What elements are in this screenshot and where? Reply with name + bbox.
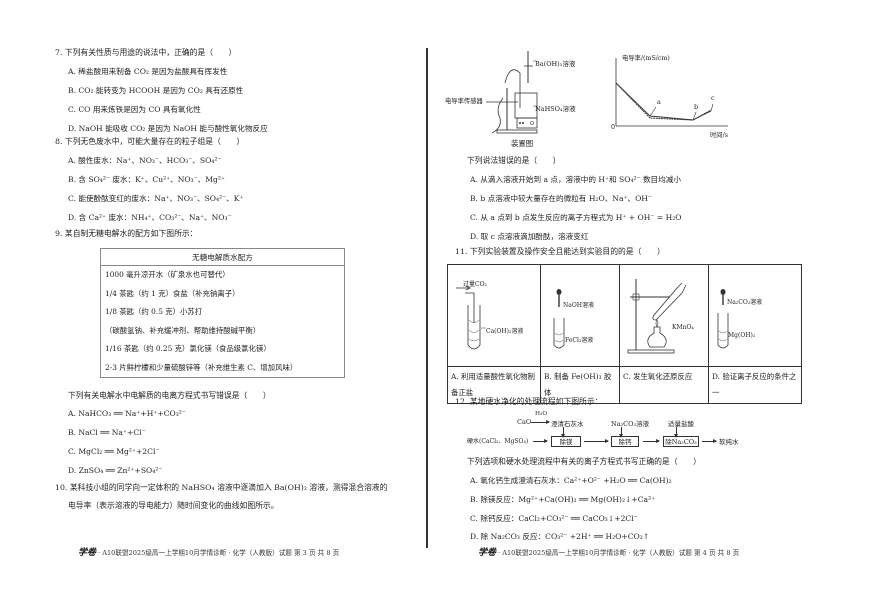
flow-na2co3: Na₂CO₃溶液 [611, 420, 650, 428]
sensor-label: 电导率传感器 [445, 98, 483, 105]
recipe-row: 1/8 茶匙（约 0.5 克）小苏打 [105, 307, 203, 316]
exp-b-label-naoh: NaOH溶液 [563, 302, 594, 309]
graph-xlabel: 时间/s [710, 132, 728, 139]
right-footer: 学卷· A10联盟2025级高一上学期10月学情诊断 · 化学（人教版）试题 第… [478, 545, 739, 558]
exp-c-figure: KMnO₄ [619, 264, 709, 367]
publisher-logo: 学卷 [78, 548, 97, 558]
graph-point-b: b [694, 103, 699, 111]
q8-option-c: C. 能使酚酞变红的废水：Na⁺、NO₃⁻、SO₄²⁻、K⁺ [68, 194, 244, 203]
apparatus-caption: 装置图 [511, 139, 534, 148]
q12-option-d: D. 除 Na₂CO₃ 反应：CO₃²⁻ +2H⁺ ══ H₂O+CO₂↑ [470, 532, 650, 541]
q12-sub-stem: 下列选项和硬水处理流程中有关的离子方程式书写正确的是（ ） [467, 457, 701, 466]
q12-option-c: C. 除钙反应：CaCl₂+CO₃²⁻ ══ CaCO₃↓+2Cl⁻ [470, 514, 638, 523]
recipe-table: 无糖电解质水配方 1000 毫升凉开水（矿泉水也可替代） 1/4 茶匙（约 1 … [100, 248, 345, 378]
publisher-logo: 学卷 [478, 548, 497, 558]
flow-arrow-icon [533, 439, 548, 443]
flow-arrow-icon [643, 439, 660, 443]
q10-option-c: C. 从 a 点到 b 点发生反应的离子方程式为 H⁺ + OH⁻ = H₂O [470, 213, 682, 222]
exp-a-caption: A. 利用适量酸性氧化物制备正盐 [447, 366, 541, 404]
q9-option-b: B. NaCl ══ Na⁺+Cl⁻ [68, 428, 146, 437]
q10-option-d: D. 取 c 点溶液滴加酚酞，溶液变红 [470, 232, 589, 241]
graph-point-c: c [711, 94, 715, 102]
recipe-title: 无糖电解质水配方 [101, 249, 344, 266]
flow-step-remove-mg: 除镁 [551, 436, 581, 447]
exp-d-label-mgoh2: Mg(OH)₂ [728, 332, 756, 339]
flow-step-remove-ca: 除钙 [611, 436, 639, 447]
exp-a-label-co2: 过量CO₂ [463, 281, 487, 288]
q7-stem: 7. 下列有关性质与用途的说法中，正确的是（ ） [55, 48, 237, 57]
q9-sub-stem: 下列有关电解水中电解质的电离方程式书写错误是（ ） [68, 391, 271, 400]
recipe-row: 2-3 片鲜柠檬和少量硫酸锌等（补充维生素 C、增加风味） [105, 362, 298, 372]
q9-option-a: A. NaHCO₃ ══ Na⁺+H⁺+CO₃²⁻ [68, 409, 186, 418]
graph-origin: 0 [611, 124, 616, 131]
q8-option-a: A. 酸性废水：Na⁺、NO₃⁻、HCO₃⁻、SO₄²⁻ [68, 156, 222, 165]
q9-option-c: C. MgCl₂ ══ Mg²⁺+2Cl⁻ [68, 447, 160, 456]
q8-option-d: D. 含 Ca²⁺ 废水：NH₄⁺、CO₃²⁻、Na⁺、NO₃⁻ [68, 213, 232, 222]
test-tube-co2-icon [456, 285, 486, 350]
flow-limewater: 澄清石灰水 [551, 420, 584, 428]
graph-ylabel: 电导率/(mS/cm) [622, 55, 670, 62]
q12-stem: 12. 某地硬水净化的处理流程如下图所示： [455, 397, 603, 406]
heating-kmno4-icon [627, 279, 687, 354]
flow-arrow-icon [584, 439, 609, 443]
burette-label: Ba(OH)₂溶液 [535, 60, 576, 68]
exp-a-label-solution: Ca(OH)₂溶液 [486, 328, 524, 335]
exp-d-label-na2co3: Na₂CO₃溶液 [727, 299, 763, 306]
flow-cao: CaO [517, 418, 532, 426]
q10-sub-stem: 下列说法错误的是（ ） [467, 156, 561, 165]
q9-stem: 9. 某自制无糖电解水的配方如下图所示： [55, 229, 198, 238]
q10-stem-line2: 电导率（表示溶液的导电能力）随时间变化的曲线如图所示。 [68, 501, 279, 510]
left-footer: 学卷· A10联盟2025级高一上学期10月学情诊断 · 化学（人教版）试题 第… [78, 545, 339, 558]
flow-output: 软纯水 [719, 438, 739, 446]
q7-option-a: A. 稀盐酸用来制备 CO₂ 是因为盐酸具有挥发性 [68, 67, 228, 76]
footer-text: · A10联盟2025级高一上学期10月学情诊断 · 化学（人教版）试题 第 3… [98, 549, 340, 557]
dropper-fecl3-icon [553, 289, 565, 349]
q9-option-d: D. ZnSO₄ ══ Zn²⁺+SO₄²⁻ [68, 466, 163, 475]
q8-option-b: B. 含 SO₄²⁻ 废水：K⁺、Cu²⁺、NO₃⁻、Mg²⁺ [68, 175, 225, 184]
q7-option-b: B. CO₂ 能转变为 HCOOH 是因为 CO₂ 具有还原性 [68, 86, 244, 95]
exp-b-label-fecl3: FeCl₃溶液 [565, 337, 594, 344]
recipe-row: 1000 毫升凉开水（矿泉水也可替代） [105, 270, 230, 279]
footer-text: · A10联盟2025级高一上学期10月学情诊断 · 化学（人教版）试题 第 4… [498, 549, 740, 557]
recipe-row: 1/4 茶匙（约 1 克）食盐（补充钠离子） [105, 288, 240, 298]
dropper-mgoh2-icon [717, 289, 729, 349]
q8-stem: 8. 下列无色废水中，可能大量存在的粒子组是（ ） [55, 137, 245, 146]
apparatus-diagram [486, 51, 538, 134]
exp-b-figure: NaOH溶液 FeCl₃溶液 [540, 264, 620, 367]
flow-hcl: 适量盐酸 [668, 420, 694, 428]
q10-stem-line1: 10. 某科技小组的同学向一定体积的 NaHSO₄ 溶液中逐滴加入 Ba(OH)… [55, 483, 388, 492]
exp-d-caption: D. 验证离子反应的条件之一 [708, 366, 802, 404]
flow-h2o: H₂O [535, 411, 548, 417]
recipe-row: （碳酸氢钠、补充缓冲剂、帮助维持酸碱平衡） [105, 325, 261, 335]
q12-option-a: A. 氧化钙生成澄清石灰水：Ca²⁺+O²⁻ +H₂O ══ Ca(OH)₂ [470, 476, 672, 485]
flow-step-remove-na2co3: 除Na₂CO₃ [663, 436, 699, 447]
recipe-row: 1/16 茶匙（约 0.25 克）氯化镁（食品级氯化镁） [105, 344, 271, 353]
q10-option-a: A. 从滴入溶液开始到 a 点，溶液中的 H⁺和 SO₄²⁻ 数目均减小 [470, 175, 681, 184]
page-divider [426, 48, 428, 548]
graph-point-a: a [657, 98, 661, 106]
exp-c-label-kmno4: KMnO₄ [672, 324, 694, 331]
flow-arrow-icon [702, 439, 717, 443]
exp-c-caption: C. 发生氧化还原反应 [619, 366, 709, 404]
flow-arrow-icon [531, 420, 550, 424]
q11-stem: 11. 下列实验装置及操作安全且能达到实验目的的是（ ） [455, 247, 665, 256]
conductivity-graph [615, 58, 728, 127]
q11-experiment-table: 过量CO₂ Ca(OH)₂溶液 NaOH溶液 FeCl₃溶液 [447, 264, 802, 404]
q7-option-d: D. NaOH 能吸收 CO₂ 是因为 NaOH 能与酸性氧化物反应 [68, 124, 268, 133]
exp-d-figure: Na₂CO₃溶液 Mg(OH)₂ [708, 264, 802, 367]
q12-option-b: B. 除镁反应：Mg²⁺+Ca(OH)₂ ══ Mg(OH)₂↓+Ca²⁺ [470, 495, 656, 504]
flow-input: 硬水(CaCl₂、MgSO₄) [467, 438, 529, 445]
q10-option-b: B. b 点溶液中较大量存在的微粒有 H₂O、Na⁺、OH⁻ [470, 194, 652, 203]
exp-b-caption: B. 制备 Fe(OH)₃ 胶体 [540, 366, 620, 404]
exp-a-figure: 过量CO₂ Ca(OH)₂溶液 [447, 264, 541, 367]
q7-option-c: C. CO 用来炼铁是因为 CO 具有氧化性 [68, 105, 201, 114]
beaker-label: NaHSO₄溶液 [535, 105, 576, 113]
